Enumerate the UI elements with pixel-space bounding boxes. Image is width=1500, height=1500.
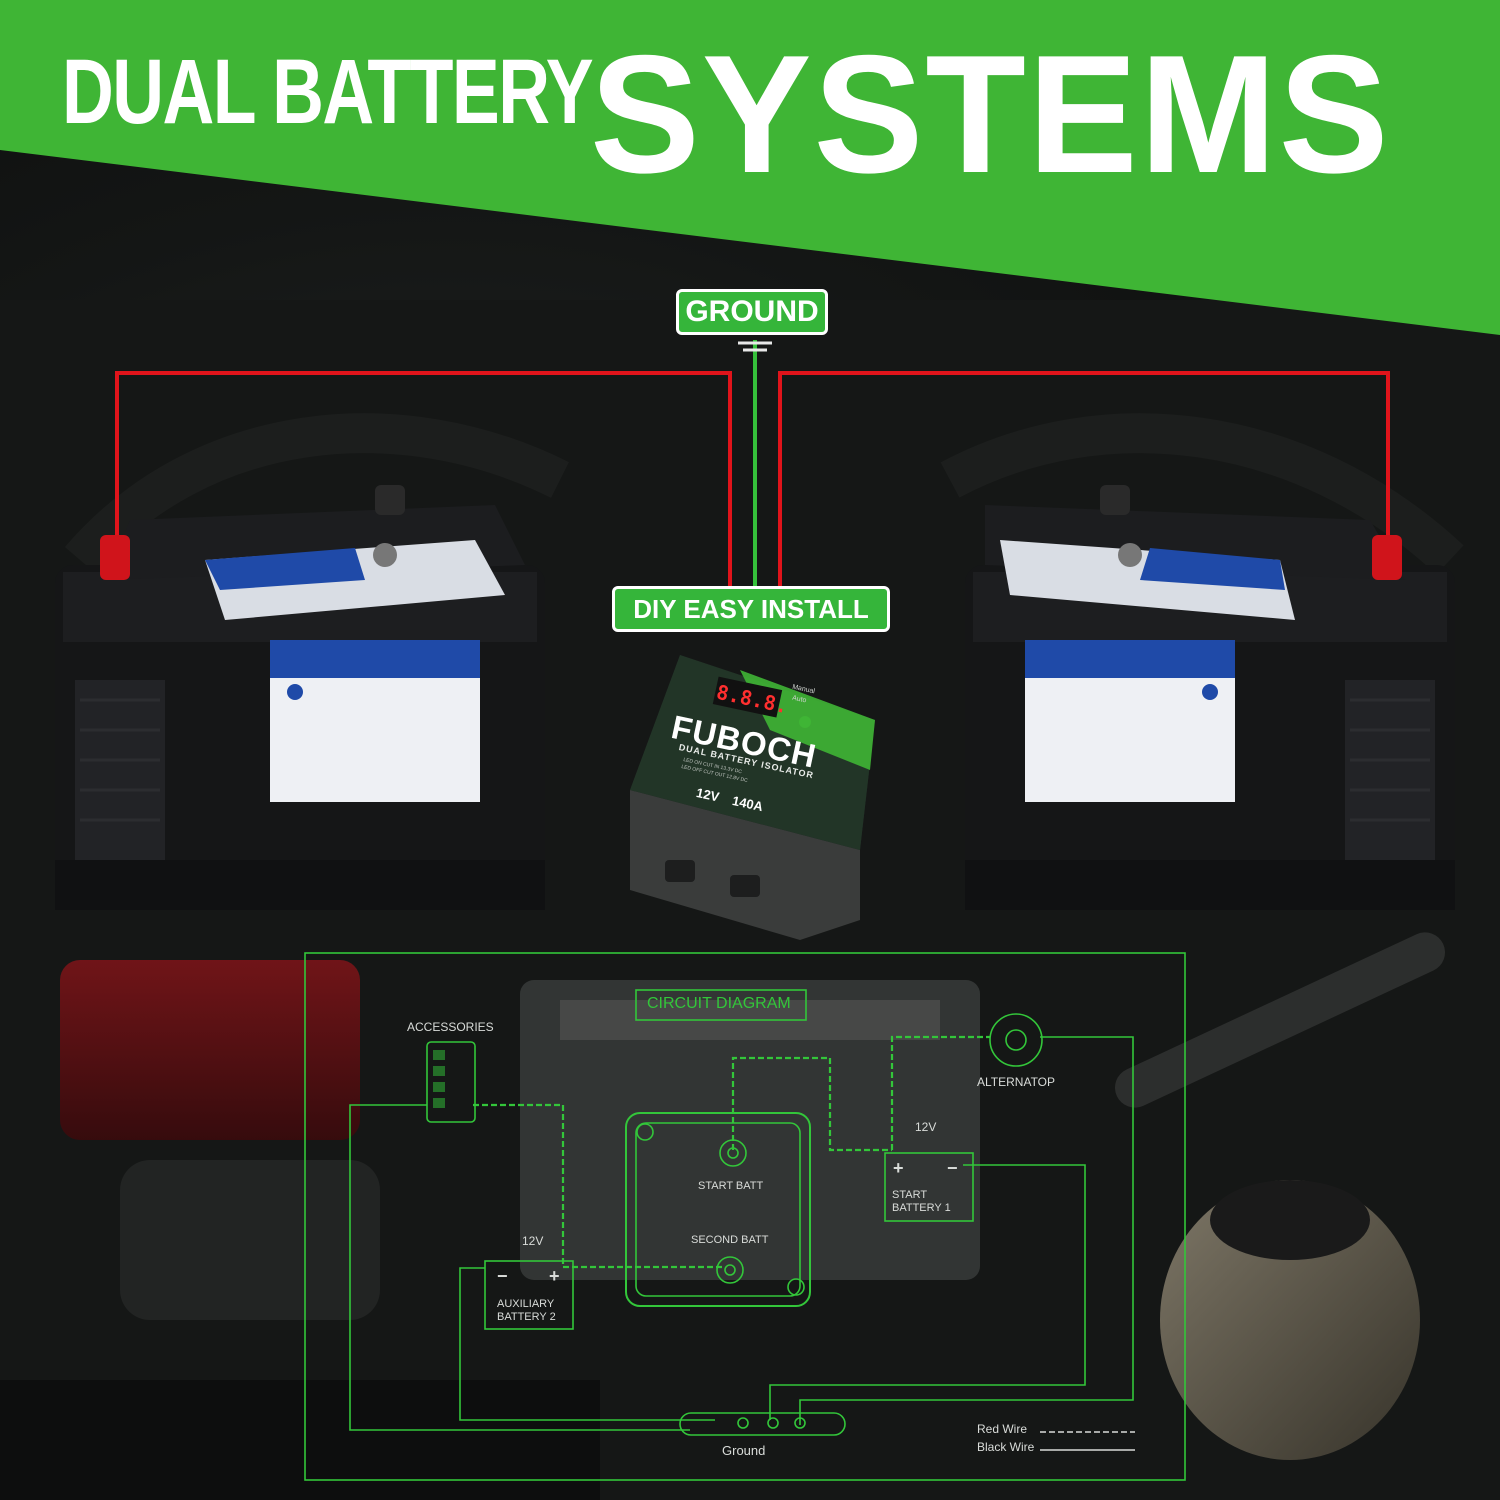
start-battery-label-line2: BATTERY 1 xyxy=(892,1202,951,1214)
diagram-alternator-label: ALTERNATOP xyxy=(977,1075,1056,1089)
diy-install-label: DIY EASY INSTALL xyxy=(612,586,890,632)
battery-left xyxy=(55,485,545,910)
isolator-device xyxy=(630,655,875,940)
aux-battery-minus: − xyxy=(497,1266,508,1286)
legend-red-wire: Red Wire xyxy=(977,1422,1028,1436)
start-battery-plus: + xyxy=(893,1158,904,1178)
diagram-aux-voltage: 12V xyxy=(522,1234,544,1248)
aux-battery-label-line2: BATTERY 2 xyxy=(497,1311,556,1323)
start-battery-label-line1: START xyxy=(892,1189,928,1201)
diagram-start-voltage: 12V xyxy=(915,1120,937,1134)
battery-right xyxy=(965,485,1455,910)
title-systems: SYSTEMS xyxy=(590,20,1391,208)
diagram-title: CIRCUIT DIAGRAM xyxy=(647,995,791,1012)
ground-label: GROUND xyxy=(676,289,828,335)
diagram-start-batt-label: START BATT xyxy=(698,1180,764,1192)
start-battery-minus: − xyxy=(947,1158,958,1178)
aux-battery-plus: + xyxy=(549,1266,560,1286)
diagram-accessories-label: ACCESSORIES xyxy=(407,1020,494,1034)
title-banner xyxy=(0,0,1500,335)
diagram-second-batt-label: SECOND BATT xyxy=(691,1234,769,1246)
aux-battery-label-line1: AUXILIARY xyxy=(497,1298,555,1310)
title-dual-battery: DUAL BATTERY xyxy=(62,41,594,143)
legend-black-wire: Black Wire xyxy=(977,1440,1035,1454)
diagram-ground-label: Ground xyxy=(722,1443,766,1458)
